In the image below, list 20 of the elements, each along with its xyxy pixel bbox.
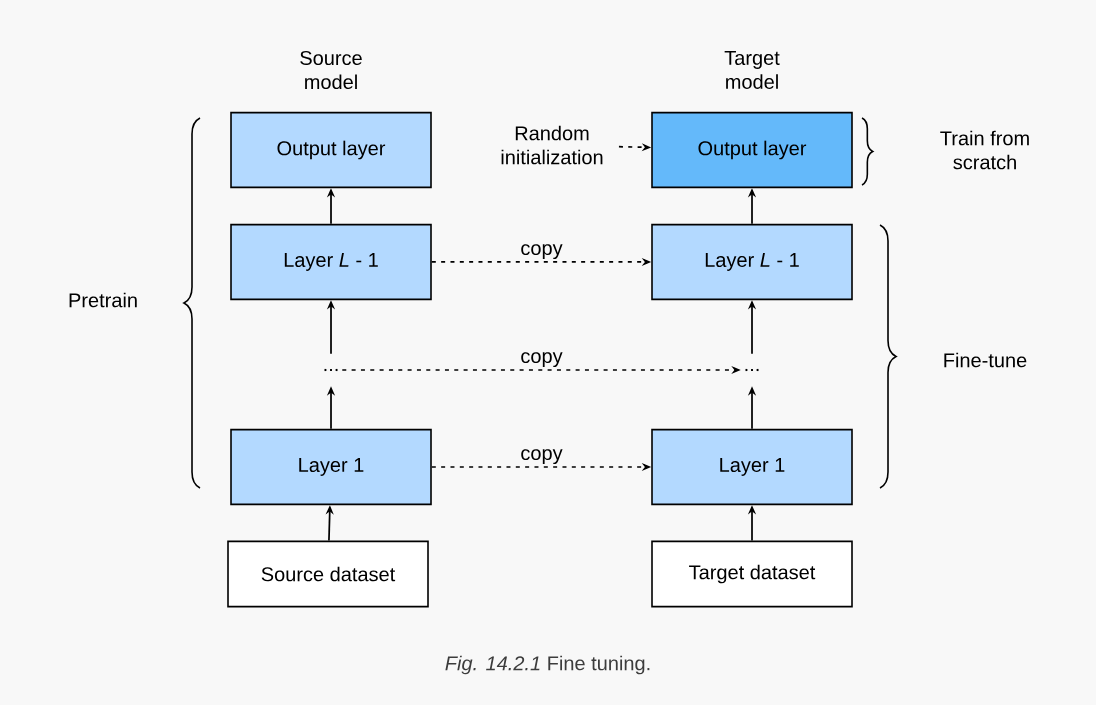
column-heading: Target model (724, 51, 780, 89)
edge-label: copy (521, 352, 563, 368)
column-heading: Source model (300, 50, 362, 90)
dataset-box: Source dataset (227, 540, 429, 608)
brace-label: Train from scratch (940, 130, 1029, 170)
layer-box: Output layer (651, 111, 853, 189)
brace-label: Fine-tune (944, 352, 1027, 368)
layer-box: Layer L - 1 (651, 223, 853, 301)
layer-box: Layer L - 1 (230, 223, 432, 301)
edge-label: copy (521, 244, 563, 260)
dataset-box: Target dataset (651, 540, 853, 608)
brace-label: Pretrain (69, 292, 137, 308)
layer-box: Layer 1 (230, 428, 432, 506)
ellipsis: ... (324, 368, 338, 372)
caption: Fig. 14.2.1 Fine tuning. (445, 655, 650, 675)
layer-box: Output layer (230, 111, 432, 189)
edge-label: copy (521, 449, 563, 465)
layer-box: Layer 1 (651, 428, 853, 506)
annotation-text: Random initialization (501, 125, 603, 165)
ellipsis: ... (745, 368, 759, 372)
